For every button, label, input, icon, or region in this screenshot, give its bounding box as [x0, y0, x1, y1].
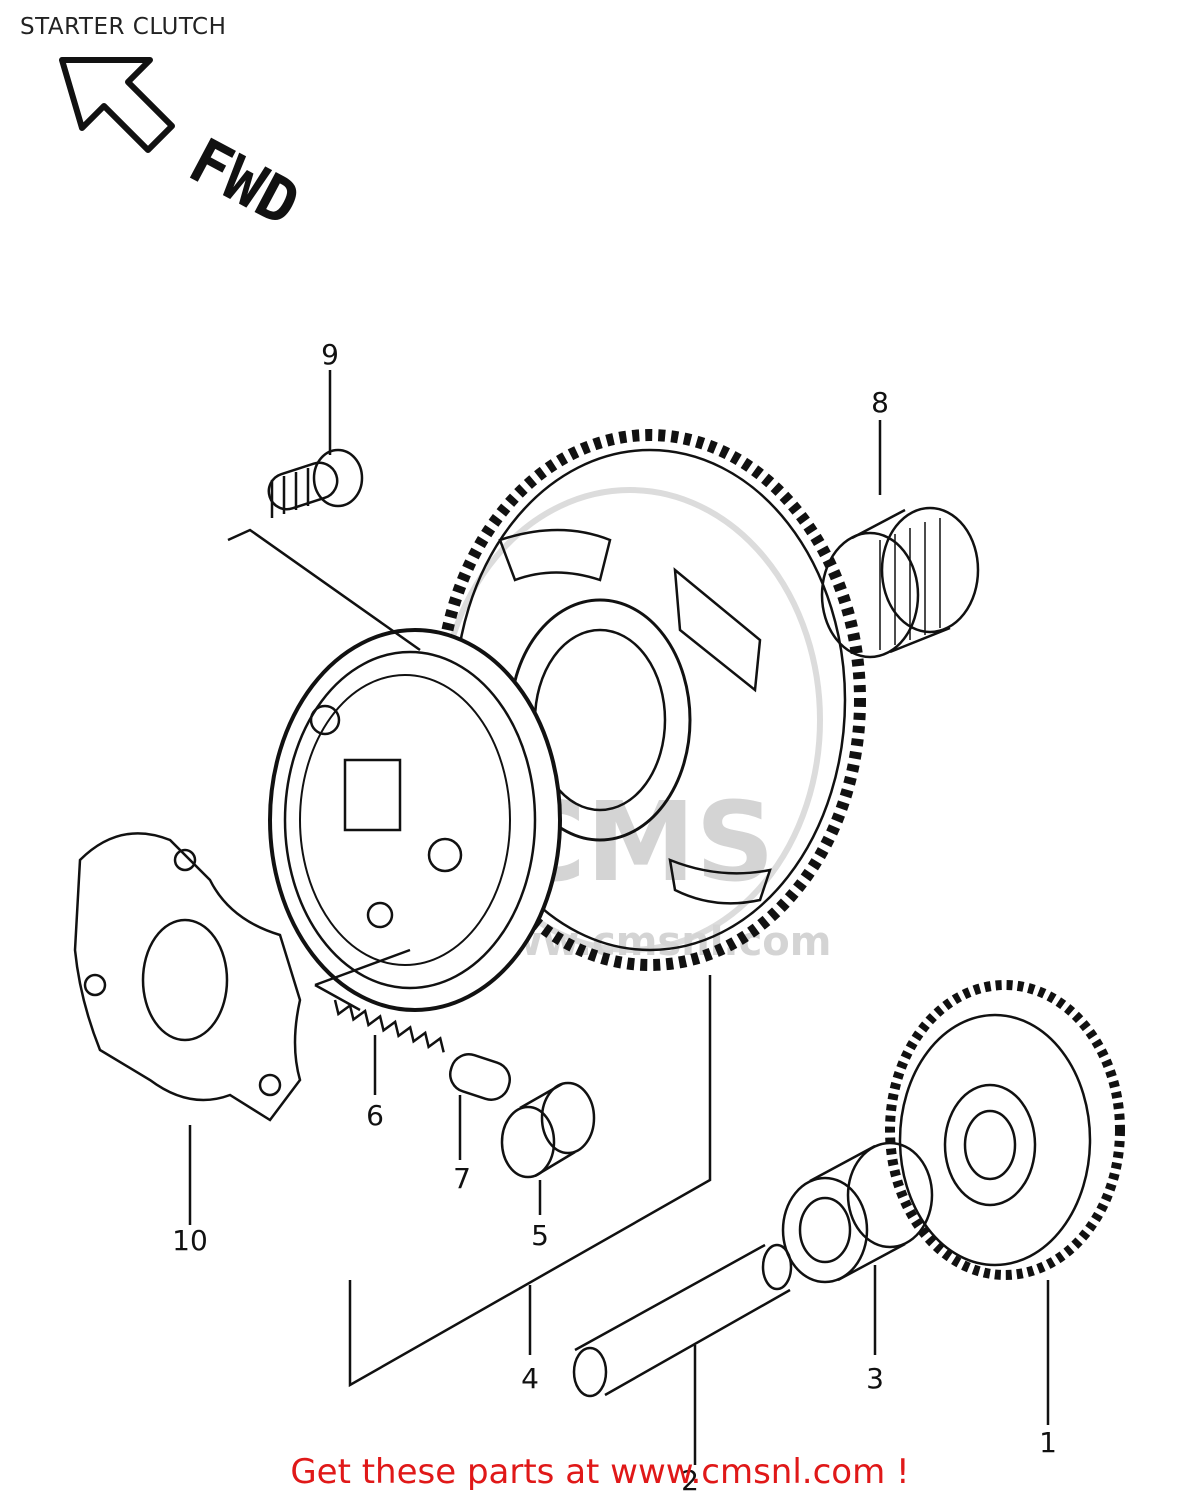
- callout-7: 7: [453, 1162, 471, 1195]
- callout-8: 8: [871, 386, 889, 419]
- callout-10: 10: [172, 1224, 208, 1257]
- callout-9: 9: [321, 338, 339, 371]
- page-title: STARTER CLUTCH: [20, 14, 227, 40]
- roller: [500, 1081, 596, 1179]
- idle-gear: [885, 980, 1125, 1280]
- bushing: [781, 1141, 934, 1284]
- forward-arrow-icon: [59, 57, 175, 153]
- clutch-plate: [73, 832, 302, 1122]
- callout-1: 1: [1039, 1426, 1057, 1459]
- spring: [333, 999, 445, 1053]
- roller-cap: [449, 1053, 511, 1101]
- needle-bearing: [820, 506, 980, 659]
- leader-lines: [188, 370, 1050, 1465]
- fwd-label: FWD: [178, 124, 311, 241]
- callout-5: 5: [531, 1219, 549, 1252]
- one-way-clutch-housing: [268, 628, 562, 1012]
- callout-4: 4: [521, 1362, 539, 1395]
- cta-link[interactable]: Get these parts at www.cmsnl.com !: [290, 1452, 910, 1492]
- shaft: [572, 1243, 793, 1398]
- callout-2: 2: [681, 1464, 699, 1497]
- callout-numbers: 1 2 3 4 5 6 7 8 9 10: [172, 338, 1057, 1497]
- bolt: [267, 448, 364, 518]
- starter-driven-gear: [434, 429, 866, 971]
- callout-6: 6: [366, 1099, 384, 1132]
- callout-3: 3: [866, 1362, 884, 1395]
